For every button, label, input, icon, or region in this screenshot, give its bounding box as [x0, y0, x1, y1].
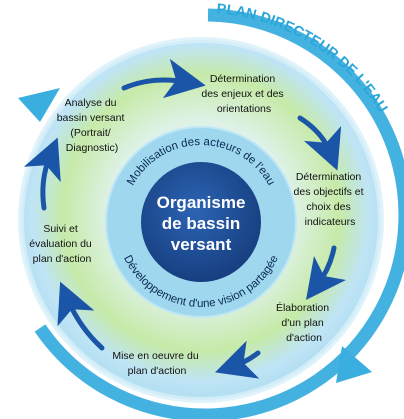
swirl-edge — [18, 37, 384, 403]
core-line-3: versant — [171, 235, 232, 254]
core-line-1: Organisme — [157, 193, 246, 212]
cycle-arrow-4 — [215, 340, 261, 379]
cycle-arrows — [23, 58, 346, 379]
banner-arrow-arc — [34, 8, 404, 419]
cycle-arrow-3 — [306, 245, 346, 301]
banner-arrow-tail-head — [336, 346, 372, 383]
cycle-arrow-5 — [57, 281, 105, 351]
banner-arrow-head — [18, 88, 60, 122]
cycle-arrow-1 — [121, 58, 206, 99]
step-objectifs: Détermination des objectifs et choix des… — [294, 171, 367, 228]
cycle-arrow-6 — [23, 137, 61, 211]
core-circle — [141, 162, 261, 282]
vision-ring-inner-edge — [105, 126, 297, 318]
core-line-2: de bassin — [162, 214, 240, 233]
step-analyse: Analyse du bassin versant (Portrait/ Dia… — [57, 97, 128, 154]
step-mise-en-oeuvre: Mise en oeuvre du plan d'action — [112, 350, 201, 377]
cycle-arrow-2 — [297, 115, 342, 171]
step-enjeux: Détermination des enjeux et des orientat… — [201, 73, 286, 115]
step-suivi: Suivi et évaluation du plan d'action — [29, 223, 94, 265]
step-elaboration: Élaboration d'un plan d'action — [276, 301, 332, 344]
